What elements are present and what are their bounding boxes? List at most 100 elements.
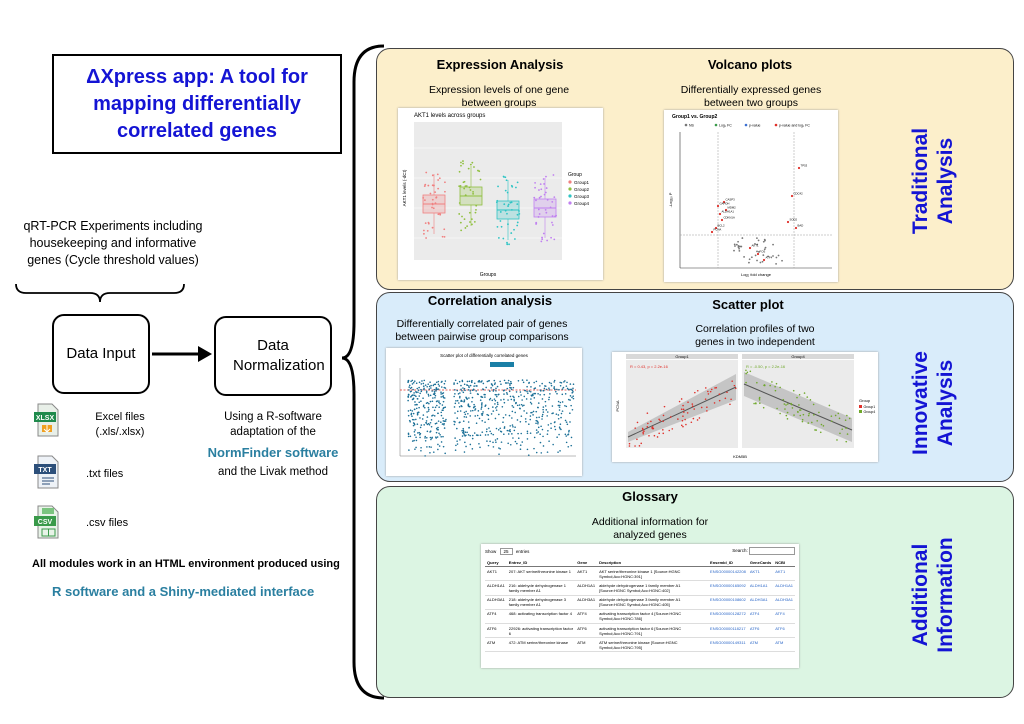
boxplot-point [464,227,467,229]
correlation-point [469,410,472,412]
correlation-point [435,400,438,403]
correlation-point [492,410,495,412]
correlation-point [569,383,572,385]
boxplot-point [506,243,509,246]
correlation-point [509,443,512,446]
glossary-column-header[interactable]: Ensembl_ID [708,558,748,568]
glossary-cell[interactable]: ALDH1A1 [773,580,795,596]
correlation-point [495,390,497,392]
correlation-point [454,437,456,439]
correlation-point [567,434,569,436]
glossary-cell[interactable]: ATF4 [747,609,774,624]
glossary-cell[interactable]: ENSG00000142208 [708,566,748,582]
glossary-cell[interactable]: ATM [773,637,795,653]
correlation-point [503,379,506,382]
boxplot-point [444,181,446,184]
glossary-column-header[interactable]: Query [485,558,507,568]
volcano-point [741,237,744,239]
boxplot-point [533,196,536,199]
correlation-point [432,393,435,395]
correlation-point [467,389,470,391]
correlation-point [554,388,556,391]
scatter-point-group1 [648,435,650,437]
boxplot-legend-swatch [568,194,572,198]
volcano-gene-label: SOD2 [790,218,798,222]
boxplot-point [443,235,446,238]
correlation-point [467,403,470,405]
volcano-point [750,256,753,259]
correlation-point [442,400,445,403]
correlation-point [508,430,510,432]
glossary-column-header[interactable]: Gene [575,558,598,568]
boxplot-point [435,196,438,199]
glossary-cell[interactable]: ENSG00000128272 [708,609,748,624]
glossary-column-header[interactable]: GeneCards [747,558,774,568]
correlation-point [567,398,570,401]
correlation-point [481,412,484,415]
correlation-point [527,392,529,395]
correlation-point [438,432,440,435]
correlation-point [418,431,421,434]
boxplot-point [513,228,515,231]
glossary-cell[interactable]: ATF6 [747,623,774,639]
entries-select[interactable]: 25 [499,547,513,555]
boxplot-point [471,223,473,226]
glossary-cell[interactable]: ENSG00000149311 [708,637,748,653]
glossary-cell[interactable]: ENSG00000118217 [708,623,748,639]
correlation-point [508,414,511,417]
glossary-cell: ALDH3A1 [485,595,507,610]
correlation-point [473,403,475,406]
glossary-search-input[interactable] [749,547,795,555]
glossary-cell[interactable]: AKT1 [747,566,774,582]
glossary-cell[interactable]: ALDH3A1 [747,595,774,610]
correlation-point [569,399,571,401]
volcano-chart-title: Group1 vs. Group2 [672,114,718,120]
boxplot-point [544,209,547,211]
scatter-point-group4 [836,439,838,441]
glossary-cell[interactable]: ATM [747,637,774,653]
correlation-point [473,385,475,387]
correlation-point [535,410,538,413]
correlation-point [527,454,530,456]
boxplot-point [497,237,500,239]
experiments-text: qRT-PCR Experiments including housekeepi… [23,219,203,267]
correlation-plot: Scatter plot of differentially correlate… [399,353,576,457]
glossary-cell[interactable]: AKT1 [773,566,795,582]
volcano-point [763,238,766,241]
glossary-column-header[interactable]: Entrez_ID [506,558,576,568]
boxplot-legend-swatch [568,201,572,205]
scatter-legend-title: Group [859,398,871,403]
correlation-point [419,433,421,436]
correlation-point [427,395,430,397]
correlation-point [546,433,549,435]
glossary-cell[interactable]: ATF4 [773,609,795,624]
correlation-point [529,390,532,393]
glossary-column-header[interactable]: NCBI [773,558,795,568]
correlation-point [465,434,467,437]
glossary-cell[interactable]: ATF6 [773,623,795,639]
correlation-point [442,395,445,397]
correlation-point [426,423,429,426]
glossary-cell[interactable]: ALDH3A1 [773,595,795,610]
glossary-column-header[interactable]: Description [597,558,709,568]
correlation-point [546,411,549,413]
scatter-point-group1 [662,420,664,423]
correlation-point [441,392,444,395]
glossary-cell[interactable]: ENSG00000108602 [708,595,748,610]
volcano-gene-label: PCNA [714,228,722,232]
correlation-point [548,398,550,401]
correlation-point [495,441,497,444]
correlation-point [517,437,520,439]
correlation-point [536,432,538,434]
correlation-point [529,415,532,417]
scatter-point-group4 [845,440,848,443]
correlation-point [458,402,460,404]
correlation-point [506,393,509,395]
correlation-point [414,404,416,406]
glossary-cell[interactable]: ALDH1A1 [747,580,774,596]
glossary-entries-label: entries [515,548,530,554]
glossary-cell[interactable]: ENSG00000165092 [708,580,748,596]
correlation-point [461,389,463,392]
correlation-point [418,401,421,404]
scatter-point-group1 [704,398,707,400]
